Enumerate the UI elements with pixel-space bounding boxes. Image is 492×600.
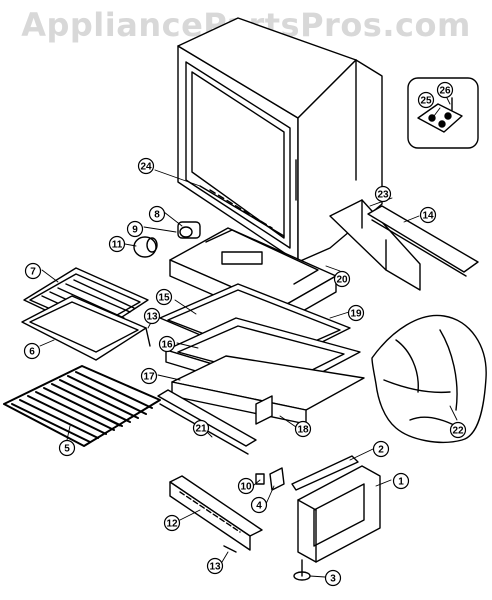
callout-label-11: 11: [112, 240, 123, 251]
callout-label-3: 3: [330, 574, 336, 585]
callout-circle-4: [250, 496, 268, 514]
part-14-strip: [367, 205, 479, 277]
callout-label-24: 24: [140, 162, 152, 173]
broiler-pan-6-7: [21, 267, 149, 361]
callout-circle-26: [436, 81, 454, 99]
callout-circle-15: [155, 288, 173, 306]
insulation-22: [371, 314, 487, 443]
callout-label-9: 9: [132, 225, 138, 236]
callout-circle-21: [192, 419, 210, 437]
part-23-bracket: [329, 199, 421, 291]
callout-circle-3: [324, 569, 342, 587]
oven-rack-5: [3, 365, 161, 447]
callout-circle-7: [24, 262, 42, 280]
callout-label-6: 6: [29, 347, 35, 358]
callout-label-13: 13: [209, 562, 221, 573]
screws-13: [145, 327, 237, 553]
callout-circle-10: [237, 477, 255, 495]
callout-label-12: 12: [166, 519, 178, 530]
callout-circle-5: [58, 439, 76, 457]
callout-circle-23: [374, 185, 392, 203]
leader-lines: [39, 95, 458, 578]
kick-panel-12: [169, 475, 263, 551]
callout-label-1: 1: [398, 477, 404, 488]
callout-label-20: 20: [336, 275, 348, 286]
callout-label-4: 4: [256, 501, 262, 512]
callout-circle-6: [23, 342, 41, 360]
callout-circle-16: [158, 335, 176, 353]
callout-label-22: 22: [452, 426, 464, 437]
callout-label-15: 15: [158, 293, 170, 304]
drawer-bracket-1-2: [291, 455, 381, 563]
callout-label-14: 14: [422, 211, 434, 222]
callout-circle-9: [126, 220, 144, 238]
callout-circle-19: [347, 304, 365, 322]
callout-circle-2: [372, 440, 390, 458]
callout-circle-13: [143, 307, 161, 325]
callout-label-19: 19: [350, 309, 362, 320]
callout-circle-1: [392, 472, 410, 490]
callout-circle-24: [137, 157, 155, 175]
callout-circle-25: [417, 91, 435, 109]
callout-label-8: 8: [154, 210, 160, 221]
callout-label-17: 17: [143, 372, 155, 383]
callout-label-21: 21: [195, 424, 207, 435]
callout-circle-8: [148, 205, 166, 223]
callout-circle-13: [206, 557, 224, 575]
callout-circle-18: [294, 420, 312, 438]
callout-circle-12: [163, 514, 181, 532]
callout-label-10: 10: [240, 482, 252, 493]
callout-circle-20: [333, 270, 351, 288]
callout-label-16: 16: [161, 340, 173, 351]
callout-label-13: 13: [146, 312, 158, 323]
callout-label-2: 2: [378, 445, 384, 456]
clips-4-10: [255, 467, 285, 491]
lamp-assembly: [133, 221, 201, 258]
drawer-body-17-18: [171, 355, 365, 425]
leveling-leg-3: [293, 559, 311, 581]
callout-label-7: 7: [30, 267, 36, 278]
callout-label-5: 5: [64, 444, 70, 455]
callout-circle-11: [108, 235, 126, 253]
callout-circle-14: [419, 206, 437, 224]
callout-label-25: 25: [420, 96, 432, 107]
callout-circle-17: [140, 367, 158, 385]
inset-box-25-26: [407, 77, 479, 149]
callout-label-18: 18: [297, 425, 309, 436]
callout-label-26: 26: [439, 86, 451, 97]
callout-label-23: 23: [377, 190, 389, 201]
callout-circle-22: [449, 421, 467, 439]
